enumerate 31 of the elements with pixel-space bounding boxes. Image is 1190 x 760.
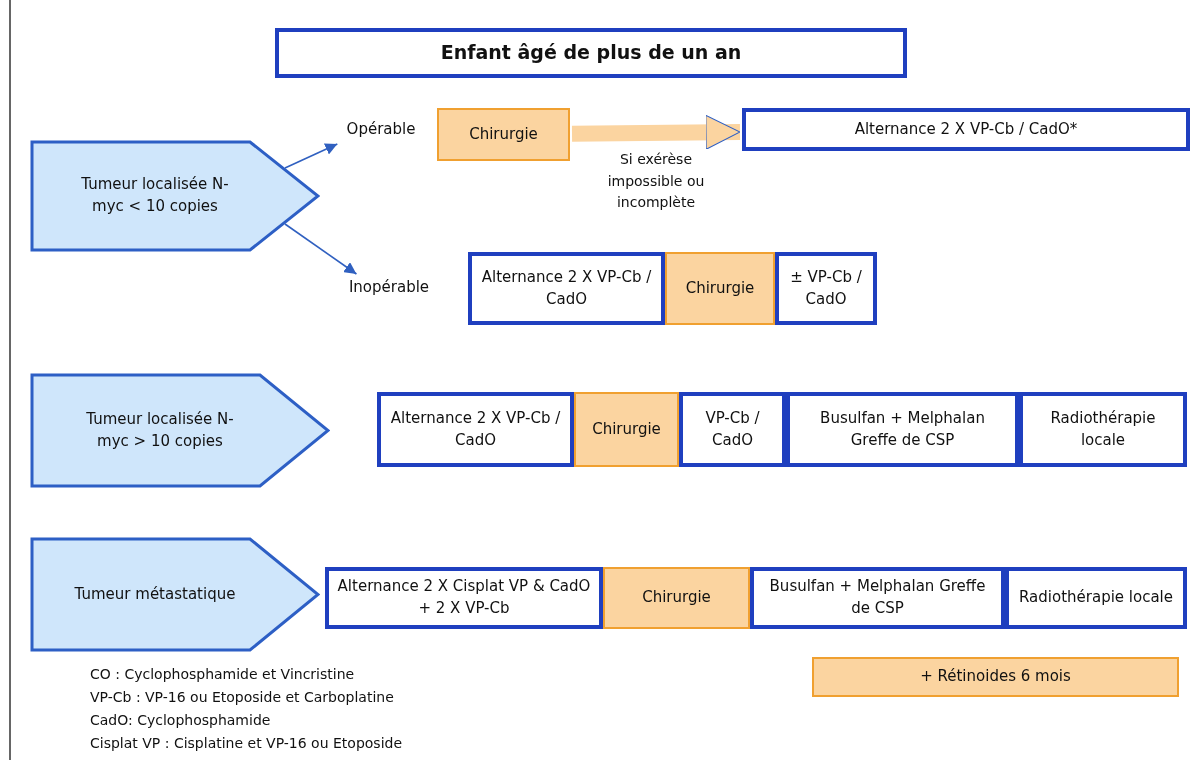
category-label: Tumeur localisée N-myc > 10 copies [85,408,235,452]
abbreviation-note: CadO: Cyclophosphamide [90,712,271,728]
surgery-box: + Rétinoides 6 mois [812,657,1179,697]
treatment-box: Alternance 2 X Cisplat VP & CadO + 2 X VP-Cb [325,567,603,629]
category-label: Tumeur localisée N-myc < 10 copies [80,174,230,217]
category-pentagon [30,140,320,252]
treatment-box: Radiothérapie locale [1019,392,1187,467]
category-pentagon [30,537,320,652]
treatment-box: Alternance 2 X VP-Cb / CadO [377,392,574,467]
arrow [284,223,358,275]
treatment-box: Busulfan + Melphalan Greffe de CSP [750,567,1005,629]
treatment-box: ± VP-Cb / CadO [775,252,877,325]
category-label: Tumeur métastatique [74,583,236,605]
treatment-box: Alternance 2 X VP-Cb / CadO [468,252,665,325]
surgery-box: Chirurgie [665,252,775,325]
abbreviation-note: Cisplat VP : Cisplatine et VP-16 ou Etoposide [90,735,403,751]
surgery-box: Chirurgie [437,108,570,161]
surgery-box: Chirurgie [603,567,750,629]
treatment-box: Alternance 2 X VP-Cb / CadO* [742,108,1190,151]
treatment-box: VP-Cb / CadO [679,392,786,467]
heading-box: Enfant âgé de plus de un an [275,28,907,78]
surgery-box: Chirurgie [574,392,679,467]
arrow [284,143,339,169]
branch-label: Opérable [333,118,429,142]
category-pentagon [30,373,330,488]
block-arrow [571,114,741,150]
treatment-box: Busulfan + Melphalan Greffe de CSP [786,392,1019,467]
abbreviation-note: VP-Cb : VP-16 ou Etoposide et Carboplatine [90,689,394,705]
branch-label: Inopérable [333,276,445,300]
abbreviation-note: CO : Cyclophosphamide et Vincristine [90,666,355,682]
treatment-box: Radiothérapie locale [1005,567,1187,629]
